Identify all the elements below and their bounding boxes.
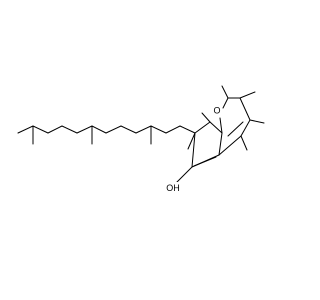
ring-oxygen-mask (212, 105, 222, 116)
chain-bond (91, 125, 107, 134)
methyl-bond (221, 85, 229, 99)
chain-bond (105, 125, 122, 134)
methyl-bond (249, 119, 265, 124)
ring-oxygen-label: O (213, 106, 220, 116)
chain-bond (150, 125, 167, 134)
chain-bond (47, 125, 63, 134)
atom-label-layer: O OH (165, 105, 222, 193)
ring-bond (222, 97, 229, 109)
chain-bond (165, 125, 181, 134)
ring-bond (239, 97, 251, 121)
chain-bond (120, 125, 137, 134)
chain-bond (179, 125, 196, 134)
ring-bond (219, 117, 223, 134)
bond-layer (17, 85, 265, 184)
chain-bond (32, 125, 49, 134)
methyl-bond (240, 135, 248, 151)
hydroxyl-mask (165, 182, 181, 193)
ring-bond (194, 121, 211, 134)
ring-bond (218, 132, 223, 156)
molecule-structure-diagram: O OH (17, 85, 265, 193)
ring-double-bond (227, 121, 244, 137)
methyl-bond (187, 132, 196, 150)
methyl-bond (239, 91, 256, 99)
hydroxyl-label: OH (166, 183, 180, 193)
ring-bond (218, 135, 242, 156)
methyl-bond (201, 112, 211, 123)
ring-bond (191, 132, 196, 168)
chain-bond (76, 125, 93, 134)
chain-bond (61, 125, 78, 134)
hydroxyl-bond (175, 166, 193, 184)
chain-bond (17, 125, 34, 134)
chain-bond (135, 125, 152, 134)
ring-bond (240, 119, 251, 137)
ring-double-bond (193, 156, 217, 167)
ring-bond (209, 121, 223, 134)
